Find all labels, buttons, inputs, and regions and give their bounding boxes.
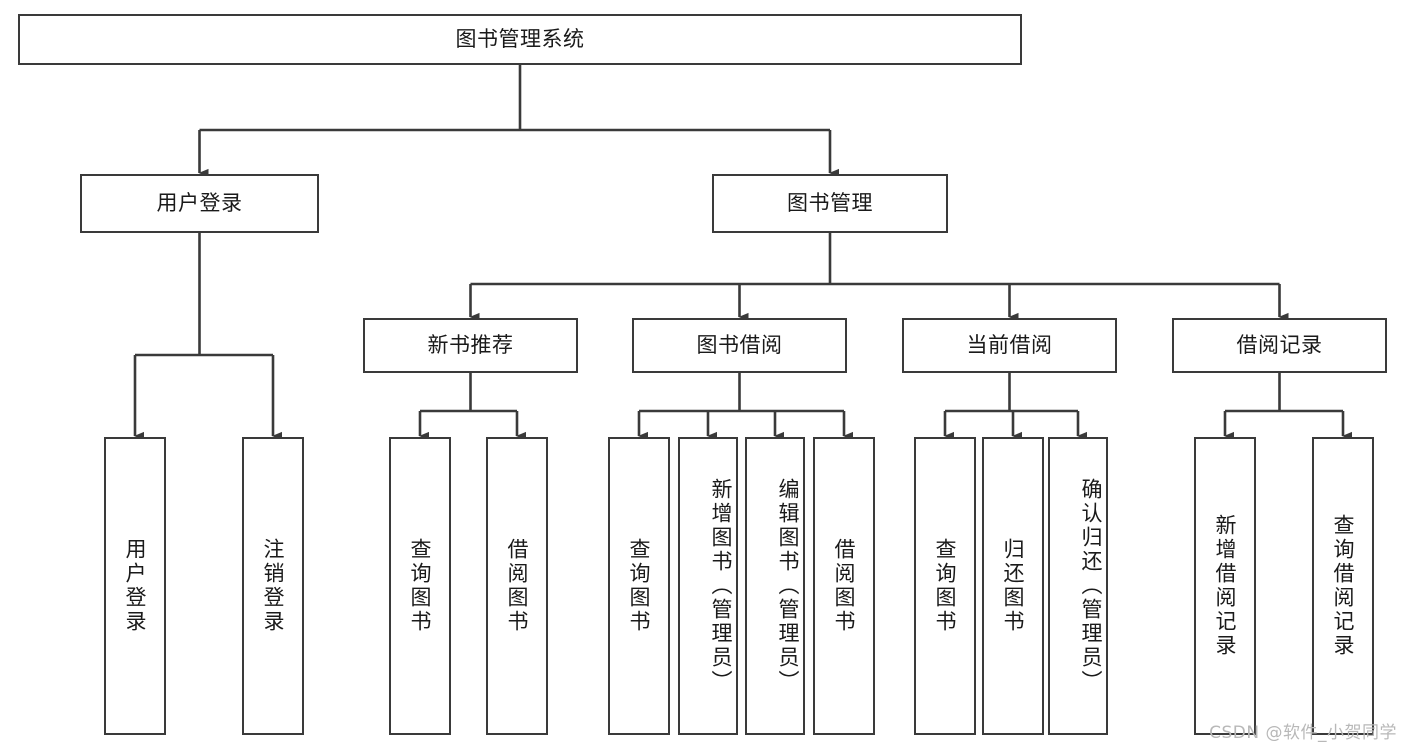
watermark-text: CSDN @软件_小贺同学 <box>1209 723 1397 743</box>
node-leaf-user-login[interactable]: 用户登录 <box>104 437 166 735</box>
node-leaf-return[interactable]: 归还图书 <box>982 437 1044 735</box>
node-label: 用户登录 <box>123 538 147 634</box>
node-root[interactable]: 图书管理系统 <box>18 14 1022 65</box>
node-label: 查询图书 <box>933 538 957 634</box>
node-label: 查询图书 <box>627 538 651 634</box>
node-label: 当前借阅 <box>966 333 1053 358</box>
node-leaf-logout[interactable]: 注销登录 <box>242 437 304 735</box>
node-book-borrow[interactable]: 图书借阅 <box>632 318 847 373</box>
node-leaf-query-rec[interactable]: 查询借阅记录 <box>1312 437 1374 735</box>
node-leaf-query-1[interactable]: 查询图书 <box>389 437 451 735</box>
node-user-login[interactable]: 用户登录 <box>80 174 319 233</box>
node-label: 图书管理系统 <box>455 27 585 52</box>
node-new-book-rec[interactable]: 新书推荐 <box>363 318 578 373</box>
node-leaf-query-3[interactable]: 查询图书 <box>914 437 976 735</box>
node-label: 注销登录 <box>261 538 285 634</box>
node-label: 新增借阅记录 <box>1213 514 1237 658</box>
node-label: 查询借阅记录 <box>1331 514 1355 658</box>
node-label: 图书管理 <box>787 191 873 216</box>
node-book-manage[interactable]: 图书管理 <box>712 174 948 233</box>
node-borrow-record[interactable]: 借阅记录 <box>1172 318 1387 373</box>
node-label: 用户登录 <box>156 191 243 216</box>
node-label: 新书推荐 <box>427 333 514 358</box>
node-label: 确认归还（管理员） <box>1079 478 1103 694</box>
node-leaf-query-2[interactable]: 查询图书 <box>608 437 670 735</box>
node-leaf-add-book[interactable]: 新增图书（管理员） <box>678 437 738 735</box>
node-label: 归还图书 <box>1001 538 1025 634</box>
node-leaf-edit-book[interactable]: 编辑图书（管理员） <box>745 437 805 735</box>
node-leaf-confirm[interactable]: 确认归还（管理员） <box>1048 437 1108 735</box>
node-label: 借阅图书 <box>832 538 856 634</box>
node-label: 借阅图书 <box>505 538 529 634</box>
node-label: 新增图书（管理员） <box>709 478 733 694</box>
node-leaf-borrow-1[interactable]: 借阅图书 <box>486 437 548 735</box>
node-leaf-borrow-2[interactable]: 借阅图书 <box>813 437 875 735</box>
node-label: 图书借阅 <box>696 333 783 358</box>
node-label: 查询图书 <box>408 538 432 634</box>
node-current-borrow[interactable]: 当前借阅 <box>902 318 1117 373</box>
node-leaf-add-rec[interactable]: 新增借阅记录 <box>1194 437 1256 735</box>
node-label: 借阅记录 <box>1236 333 1323 358</box>
node-label: 编辑图书（管理员） <box>776 478 800 694</box>
